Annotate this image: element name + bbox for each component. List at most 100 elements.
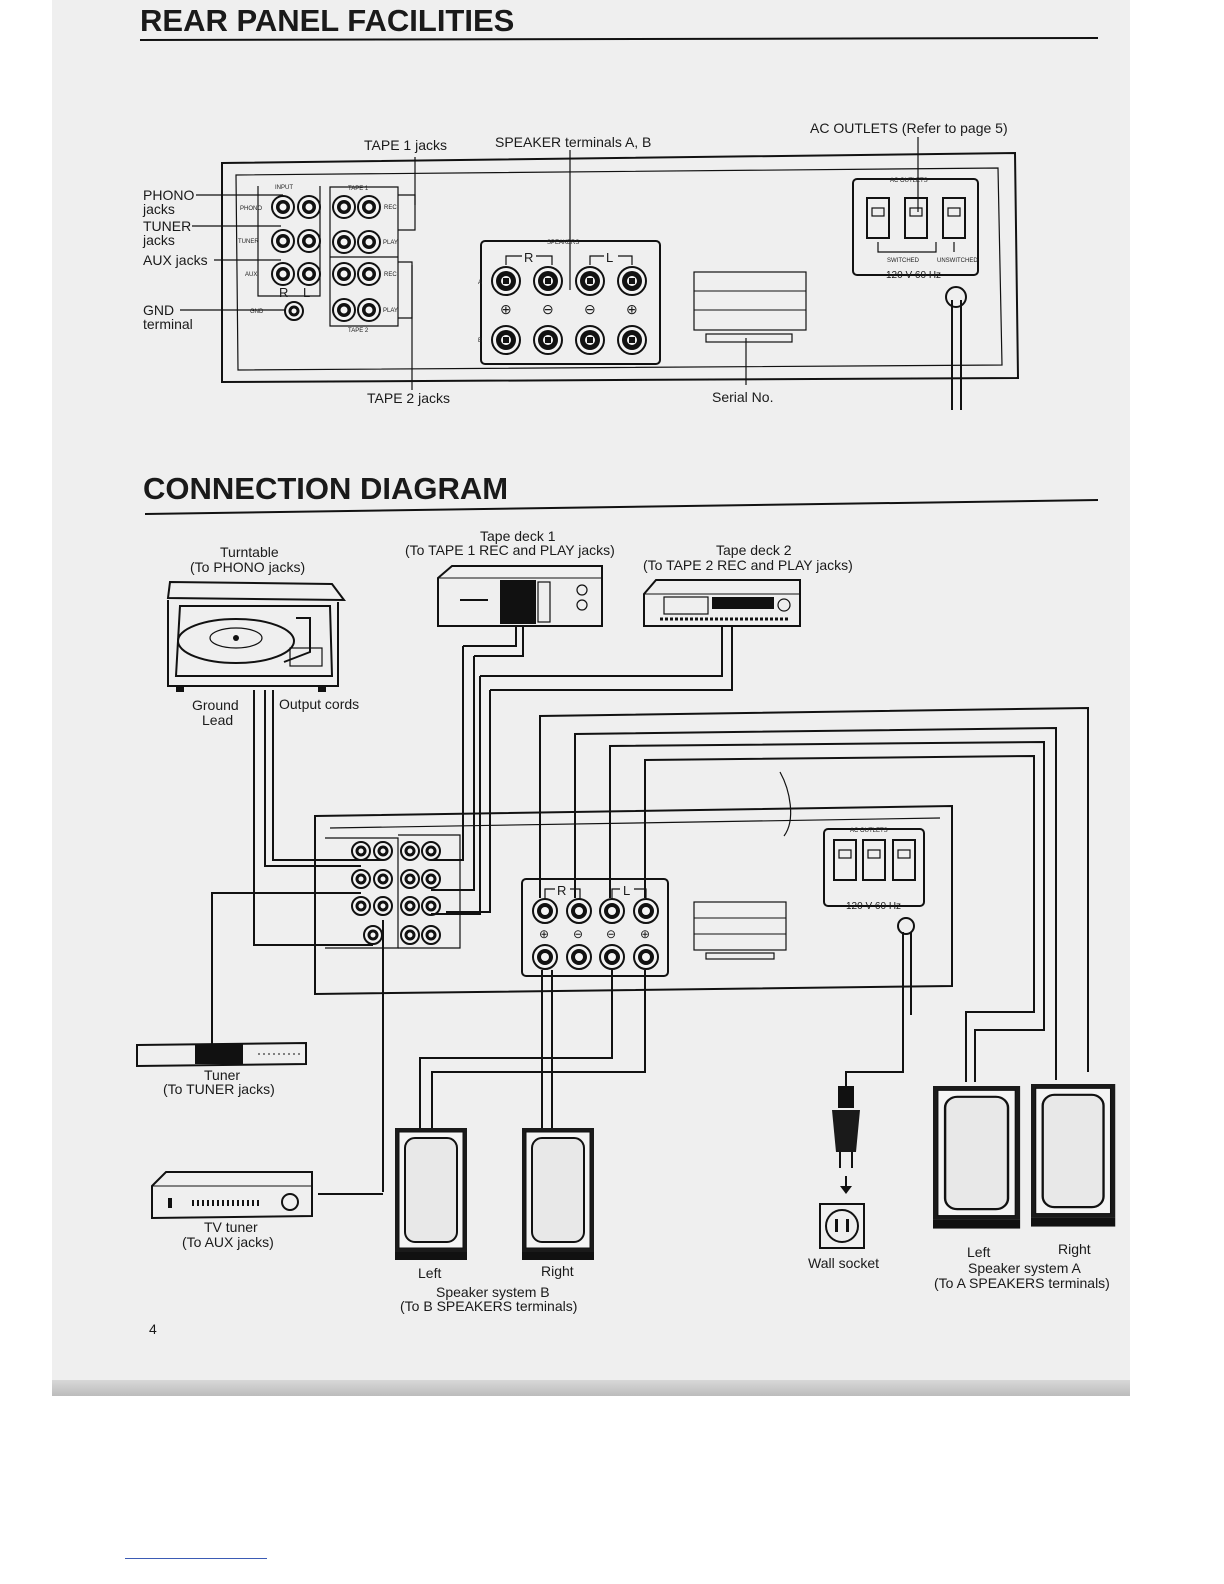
speaker-b-r-minus: [533, 325, 563, 355]
rear-panel-heading-rule: [139, 37, 1099, 41]
tape2-play-label: PLAY: [383, 308, 398, 314]
speaker-terminals-callout: SPEAKER terminals A, B: [495, 134, 651, 150]
speaker-b-left: [394, 1127, 468, 1261]
tv-tuner-component: [151, 1171, 313, 1220]
turntable-ground-label-2: Lead: [202, 712, 233, 728]
speaker-a-r-plus: [491, 266, 521, 296]
tv-tuner-title: TV tuner: [204, 1219, 258, 1235]
ac-voltage-label: 120 V 60 Hz: [886, 270, 941, 281]
tuner-sub: (To TUNER jacks): [163, 1081, 275, 1097]
tape2-play-jack-r: [332, 298, 356, 322]
phono-jacks-callout-sub: jacks: [142, 201, 175, 217]
amp-tape1-rec-r: [400, 841, 420, 861]
amp-speakers-l-label: L: [623, 883, 630, 898]
turntable-output-label: Output cords: [279, 696, 359, 712]
tape2-rec-jack-l: [357, 262, 381, 286]
ac-outlets-callout: AC OUTLETS (Refer to page 5): [810, 120, 1008, 136]
amp-polarity-3: ⊖: [606, 927, 616, 941]
ac-outlet-1: [866, 197, 890, 239]
amp-tuner-jack-l: [373, 869, 393, 889]
unswitched-label: UNSWITCHED: [937, 258, 978, 264]
aux-jack-l: [297, 262, 321, 286]
amp-speaker-b-2: [566, 944, 592, 970]
ac-outlet-block: AC OUTLETS SWITCHED UNSWITCHED 120 V 60 …: [852, 178, 979, 281]
amp-ac-outlets-label: AC OUTLETS: [850, 828, 888, 834]
phono-jacks-callout: PHONO: [143, 187, 194, 203]
tape1-jacks-callout: TAPE 1 jacks: [364, 137, 447, 153]
amp-speakers-r-label: R: [557, 883, 566, 898]
speakers-block-label: SPEAKERS: [547, 240, 579, 246]
ac-outlet-3: [942, 197, 966, 239]
amp-ac-outlet-1: [833, 839, 857, 881]
amp-aux-jack-l: [373, 896, 393, 916]
tuner-title: Tuner: [204, 1067, 240, 1083]
rear-panel-heading: REAR PANEL FACILITIES: [140, 3, 514, 38]
phono-panel-label: PHONO: [240, 206, 262, 212]
aux-panel-label: AUX: [245, 272, 257, 278]
speaker-b-r-plus: [491, 325, 521, 355]
amp-tape1-play-r: [400, 869, 420, 889]
amp-speaker-a-4: [633, 898, 659, 924]
tuner-component: [136, 1041, 307, 1068]
tv-tuner-sub: (To AUX jacks): [182, 1234, 274, 1250]
power-plug: [832, 1086, 860, 1194]
wall-socket-label: Wall socket: [808, 1255, 879, 1271]
speaker-b-l-minus: [575, 325, 605, 355]
amp-tape1-rec-l: [421, 841, 441, 861]
input-r-label: R: [279, 285, 288, 300]
ac-outlets-block-label: AC OUTLETS: [890, 178, 928, 184]
gnd-terminal-callout-sub: terminal: [143, 316, 193, 332]
tape2-rec-label: REC: [384, 272, 397, 278]
speaker-a-left: [931, 1084, 1022, 1230]
polarity-plus-2: ⊕: [626, 301, 638, 317]
phono-jack-l: [297, 195, 321, 219]
aux-jacks-callout: AUX jacks: [143, 252, 208, 268]
tuner-jacks-callout: TUNER: [143, 218, 191, 234]
tape1-block-label: TAPE 1: [348, 186, 369, 192]
speaker-a-title: Speaker system A: [968, 1260, 1081, 1276]
tape1-play-jack-l: [357, 230, 381, 254]
amp-ac-outlet-3: [892, 839, 916, 881]
amp-tape2-rec-l: [421, 896, 441, 916]
footer-link-rule: [125, 1558, 267, 1559]
input-l-label: L: [303, 285, 310, 300]
serial-number-plate: [693, 271, 807, 343]
tape1-rec-jack-r: [332, 195, 356, 219]
speakers-r-label: R: [524, 250, 533, 265]
amp-ac-outlet-2: [862, 839, 886, 881]
speaker-b-right: [521, 1127, 595, 1261]
switched-label: SWITCHED: [887, 258, 920, 264]
amp-aux-jack-r: [351, 896, 371, 916]
amp-gnd-terminal: [363, 925, 383, 945]
amp-tape2-play-r: [400, 925, 420, 945]
speaker-a-right-label: Right: [1058, 1241, 1091, 1257]
amp-speaker-b-4: [633, 944, 659, 970]
amp-phono-jack-l: [373, 841, 393, 861]
tape2-rec-jack-r: [332, 262, 356, 286]
speaker-a-l-plus: [617, 266, 647, 296]
tape-deck-2-title: Tape deck 2: [716, 542, 792, 558]
amp-polarity-1: ⊕: [539, 927, 549, 941]
speaker-a-l-minus: [575, 266, 605, 296]
phono-jack-r: [271, 195, 295, 219]
tape-jack-block: TAPE 1 TAPE 2 REC PLAY REC PLAY: [329, 186, 416, 334]
speaker-terminal-block: SPEAKERS R L A B ⊕ ⊖ ⊖ ⊕: [478, 240, 661, 365]
gnd-terminal-callout: GND: [143, 302, 174, 318]
tuner-panel-label: TUNER: [238, 239, 259, 245]
tape2-jacks-callout: TAPE 2 jacks: [367, 390, 450, 406]
amp-speaker-a-2: [566, 898, 592, 924]
polarity-plus-1: ⊕: [500, 301, 512, 317]
amp-phono-jack-r: [351, 841, 371, 861]
page-number: 4: [149, 1321, 157, 1337]
connection-heading: CONNECTION DIAGRAM: [143, 471, 508, 506]
wall-socket-icon: [819, 1203, 865, 1249]
serial-number-callout: Serial No.: [712, 389, 773, 405]
tape-deck-1: [437, 565, 603, 627]
amp-tape1-play-l: [421, 869, 441, 889]
tuner-jacks-callout-sub: jacks: [142, 232, 175, 248]
speaker-a-r-minus: [533, 266, 563, 296]
amp-speaker-b-1: [532, 944, 558, 970]
tuner-jack-r: [271, 229, 295, 253]
amp-ac-voltage: 120 V 60 Hz: [846, 901, 901, 912]
